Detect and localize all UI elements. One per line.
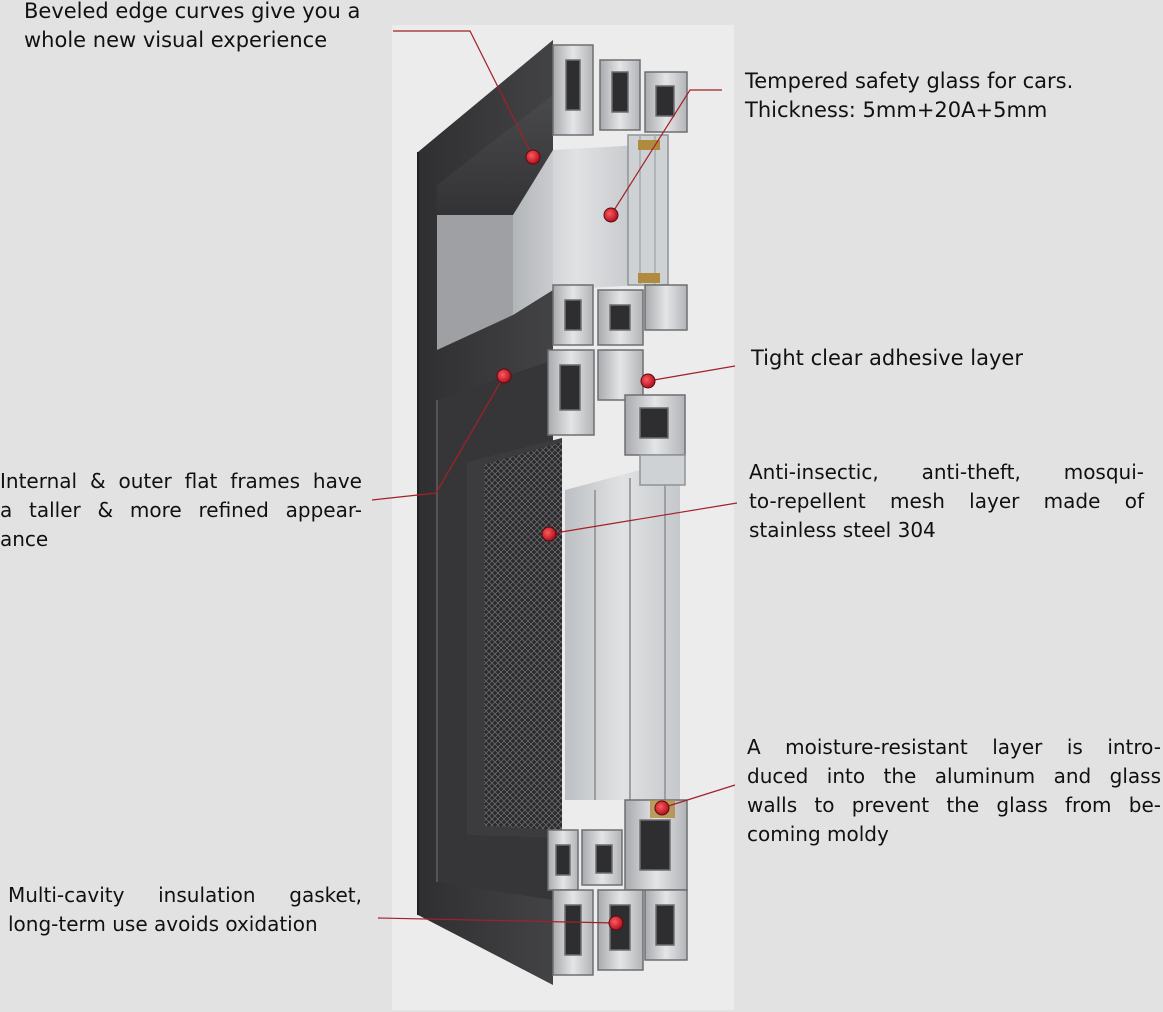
window-profile [417, 40, 688, 985]
red-dot-icon [541, 526, 557, 542]
leader-moisture [661, 784, 736, 809]
leader-frames [371, 375, 505, 501]
callout-line: Anti-insectic, anti-theft, mosqui- [749, 460, 1144, 484]
callout-line: to-repellent mesh layer made of [749, 489, 1144, 513]
callout-line: Beveled edge curves give you a [24, 0, 361, 23]
callout-moisture: A moisture-resistant layer is intro- duc… [747, 733, 1161, 849]
leader-lines [371, 30, 738, 924]
aluminum-profile-bottom [547, 799, 688, 976]
callout-line: Internal & outer flat frames have [0, 469, 362, 493]
callout-line: walls to prevent the glass from be- [747, 793, 1161, 817]
leader-mesh [548, 502, 738, 535]
red-dot-icon [640, 373, 656, 389]
callout-line: Tight clear adhesive layer [751, 346, 1023, 370]
callout-line: ance [0, 527, 49, 551]
callout-line: a taller & more refined appear- [0, 498, 362, 522]
callout-line: stainless steel 304 [749, 518, 936, 542]
leader-glass [610, 89, 722, 216]
lower-glass [565, 470, 680, 800]
red-dot-icon [608, 915, 624, 931]
red-dot-icon [525, 149, 541, 165]
callout-line: A moisture-resistant layer is intro- [747, 735, 1161, 759]
red-dot-icon [496, 368, 512, 384]
red-dot-icon [654, 800, 670, 816]
aluminum-profile-top [552, 44, 688, 136]
callout-line: coming moldy [747, 822, 889, 846]
callout-mesh: Anti-insectic, anti-theft, mosqui- to-re… [749, 458, 1144, 545]
callout-adhesive: Tight clear adhesive layer [751, 344, 1131, 373]
callout-gasket: Multi-cavity insulation gasket, long-ter… [8, 881, 362, 939]
callout-frames: Internal & outer flat frames have a tall… [0, 467, 362, 554]
upper-recess-top [437, 95, 553, 215]
callout-glass: Tempered safety glass for cars. Thicknes… [745, 67, 1145, 125]
callout-line: duced into the aluminum and glass [747, 764, 1161, 788]
callout-line: Multi-cavity insulation gasket, [8, 883, 362, 907]
callout-line: Tempered safety glass for cars. [745, 69, 1074, 93]
upper-glass [513, 145, 640, 315]
upper-recess-wall [437, 215, 513, 350]
callout-line: long-term use avoids oxidation [8, 912, 318, 936]
red-dot-icon [603, 207, 619, 223]
callout-beveled: Beveled edge curves give you a whole new… [24, 0, 394, 55]
leader-adhesive [647, 365, 736, 382]
callout-line: whole new visual experience [24, 28, 328, 52]
callout-line: Thickness: 5mm+20A+5mm [745, 98, 1048, 122]
markers [496, 149, 670, 931]
mesh-texture [484, 442, 562, 830]
leader-beveled [393, 30, 534, 158]
aluminum-profile-middle [547, 284, 688, 456]
leader-gasket [377, 917, 617, 924]
